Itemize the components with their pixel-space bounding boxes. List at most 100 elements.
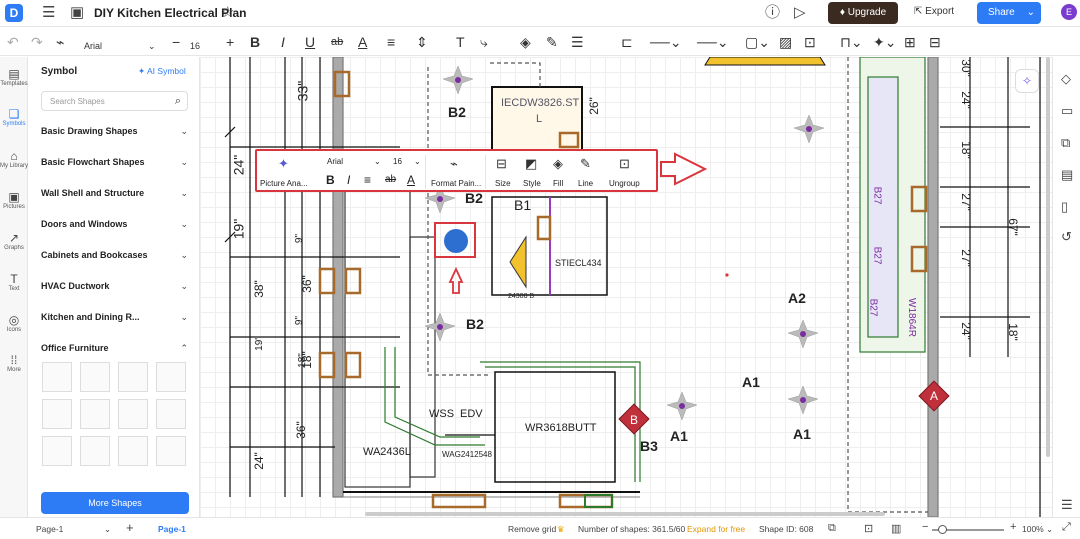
category-cabinets[interactable]: Cabinets and Bookcases⌄ — [41, 250, 188, 260]
redo-icon[interactable]: ↷ — [31, 34, 43, 50]
label-b27[interactable]: B27 — [871, 246, 883, 265]
pen-icon[interactable]: ✎ — [546, 34, 558, 50]
office-shape-tile[interactable] — [80, 362, 110, 392]
plus-icon[interactable]: + — [226, 34, 235, 50]
vertical-scrollbar[interactable] — [1046, 57, 1050, 457]
label-a1[interactable]: A1 — [793, 426, 811, 442]
office-shape-tile[interactable] — [156, 399, 186, 429]
category-basic-drawing[interactable]: Basic Drawing Shapes⌄ — [41, 126, 188, 136]
rail-pictures[interactable]: ▣Pictures — [0, 190, 28, 210]
style-button[interactable]: Style — [523, 179, 541, 188]
italic-icon[interactable]: I — [347, 173, 351, 187]
category-hvac[interactable]: HVAC Ductwork⌄ — [41, 281, 188, 291]
zoom-in-icon[interactable]: + — [1010, 521, 1017, 533]
line-spacing-icon[interactable]: ⇕ — [416, 34, 428, 50]
fill-button[interactable]: Fill — [553, 179, 564, 188]
search-input[interactable]: Search Shapes⌕ — [41, 91, 188, 111]
history-icon[interactable]: ↺ — [1061, 229, 1072, 244]
zoom-level[interactable]: 100% — [1022, 524, 1044, 534]
ungroup-icon[interactable]: ⊡ — [619, 156, 630, 171]
share-button[interactable]: Share⌄ — [977, 2, 1041, 24]
image-icon[interactable]: ⊞ — [904, 34, 916, 50]
category-kitchen[interactable]: Kitchen and Dining R...⌄ — [41, 312, 188, 322]
font-size-input[interactable]: 16 — [190, 41, 201, 51]
zoom-out-icon[interactable]: − — [922, 521, 929, 533]
category-office-furniture[interactable]: Office Furniture⌃ — [41, 343, 188, 353]
page-select[interactable]: Page-1 — [36, 524, 64, 534]
sparkle-icon[interactable]: ✦ — [278, 156, 289, 171]
menu-icon[interactable]: ☰ — [42, 4, 56, 21]
fullscreen-icon[interactable]: ⤢ — [1062, 521, 1071, 533]
format-painter-button[interactable]: Format Pain... — [431, 179, 482, 188]
ai-assistant-icon[interactable]: ✧ — [1015, 69, 1039, 93]
present-icon[interactable]: ▤ — [1061, 167, 1074, 182]
format-painter-icon[interactable]: ⌁ — [450, 156, 458, 171]
bold-icon[interactable]: B — [250, 34, 261, 50]
office-shape-tile[interactable] — [118, 399, 148, 429]
transparency-icon[interactable]: ▨ — [779, 34, 793, 50]
chevron-down-icon[interactable]: ⌄ — [104, 524, 112, 534]
text-icon[interactable]: T — [456, 34, 465, 50]
format-painter-icon[interactable]: ⌁ — [56, 34, 65, 50]
add-page-icon[interactable]: + — [126, 520, 134, 535]
size-icon[interactable]: ⊟ — [496, 156, 507, 171]
crop-image-icon[interactable]: ⊡ — [804, 34, 816, 50]
label-wa2436[interactable]: WA2436L — [363, 446, 411, 458]
chevron-down-icon[interactable]: ⌄ — [374, 157, 381, 166]
tab-page-1[interactable]: Page-1 — [158, 524, 186, 534]
strikethrough-icon[interactable]: ab — [385, 174, 397, 185]
font-family-select[interactable]: Arial — [327, 157, 344, 166]
fill-icon[interactable]: ◈ — [553, 156, 563, 171]
office-shape-tile[interactable] — [42, 436, 72, 466]
align-icon[interactable]: ≡ — [387, 34, 396, 50]
document-title[interactable]: DIY Kitchen Electrical Plan — [94, 6, 247, 20]
upgrade-button[interactable]: ♦ Upgrade — [828, 2, 898, 24]
canvas[interactable]: B2 B2 B2 B1 A2 A1 A1 A1 B3 IECDW3826.ST … — [200, 57, 1052, 517]
style-icon[interactable]: ◩ — [525, 156, 538, 171]
line-icon[interactable]: ✎ — [580, 156, 591, 171]
office-shape-tile[interactable] — [42, 362, 72, 392]
connector-icon[interactable]: ⤷ — [480, 34, 488, 50]
font-size-input[interactable]: 16 — [393, 157, 402, 166]
ai-symbol-button[interactable]: ✦ AI Symbol — [138, 66, 186, 76]
lock-icon[interactable]: ⊓⌄ — [840, 34, 863, 50]
fill-icon[interactable]: ◈ — [520, 34, 531, 50]
label-wr3618[interactable]: WR3618BUTT — [525, 422, 597, 434]
label-wss[interactable]: WSS — [429, 408, 455, 420]
category-basic-flowchart[interactable]: Basic Flowchart Shapes⌄ — [41, 157, 188, 167]
undo-icon[interactable]: ↶ — [7, 34, 19, 50]
label-b3[interactable]: B3 — [640, 438, 658, 454]
save-icon[interactable]: ▣ — [70, 4, 85, 21]
chevron-down-icon[interactable]: ⌄ — [414, 157, 421, 166]
zoom-slider-handle[interactable] — [938, 525, 947, 534]
search-icon[interactable]: ⌕ — [174, 95, 181, 107]
label-b2[interactable]: B2 — [448, 104, 466, 120]
office-shape-tile[interactable] — [156, 436, 186, 466]
format-icon[interactable]: ◇ — [1061, 71, 1071, 86]
label-edv[interactable]: EDV — [460, 408, 483, 420]
page-icon[interactable]: ▭ — [1061, 103, 1074, 118]
label-24308[interactable]: 24308 B — [508, 293, 535, 300]
label-wag[interactable]: WAG2412548 — [442, 450, 492, 459]
office-shape-tile[interactable] — [118, 436, 148, 466]
font-family-select[interactable]: Arial — [84, 41, 103, 51]
category-wall-shell[interactable]: Wall Shell and Structure⌄ — [41, 188, 188, 198]
label-a1[interactable]: A1 — [742, 374, 760, 390]
rail-templates[interactable]: ▤Templates — [0, 67, 28, 87]
layers-icon[interactable]: ⧉ — [828, 522, 836, 534]
label-a2[interactable]: A2 — [788, 290, 806, 306]
bold-icon[interactable]: B — [326, 173, 335, 187]
size-button[interactable]: Size — [495, 179, 511, 188]
category-doors-windows[interactable]: Doors and Windows⌄ — [41, 219, 188, 229]
align-icon[interactable]: ≡ — [364, 173, 372, 187]
label-b27[interactable]: B27 — [867, 298, 879, 317]
label-w1864r[interactable]: W1864R — [905, 298, 917, 337]
picture-analysis-button[interactable]: Picture Ana... — [260, 179, 308, 188]
rail-graphs[interactable]: ↗Graphs — [0, 231, 28, 251]
line-weight-icon[interactable]: ☰ — [571, 34, 584, 50]
help-icon[interactable]: ⓘ — [765, 4, 781, 21]
replace-icon[interactable]: ⊟ — [929, 34, 941, 50]
chevron-down-icon[interactable]: ⌄ — [148, 41, 156, 51]
play-icon[interactable]: ▷ — [794, 4, 806, 21]
